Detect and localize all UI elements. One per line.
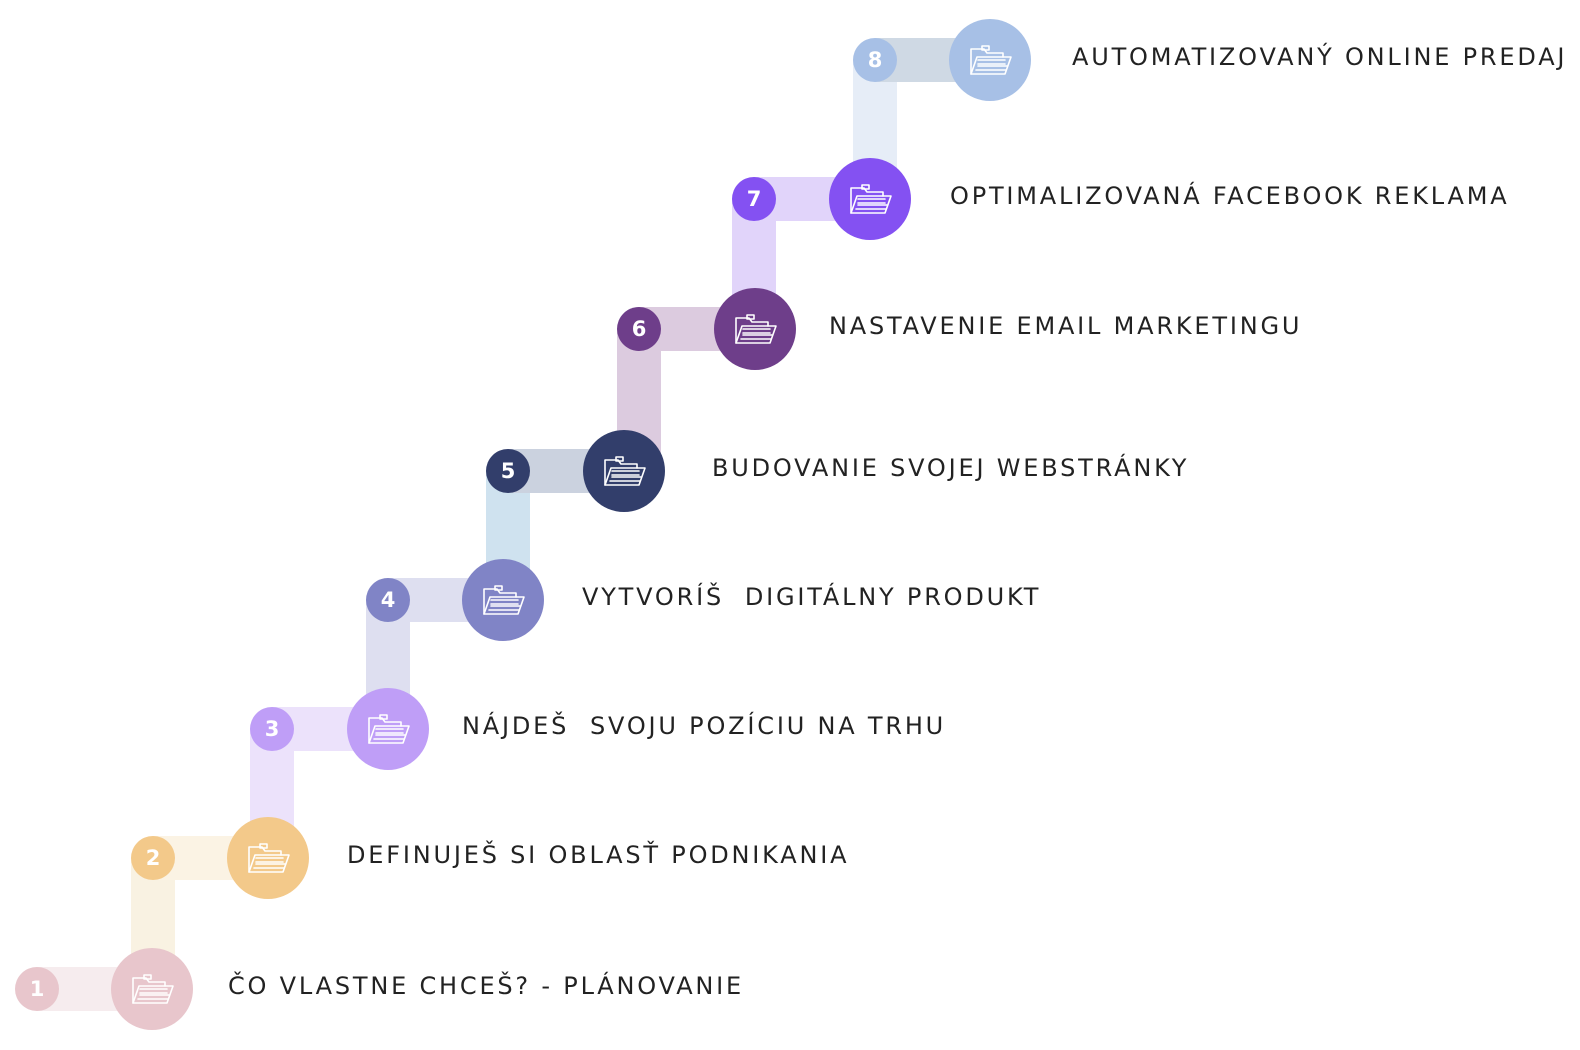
step-label: DEFINUJEŠ SI OBLASŤ PODNIKANIA <box>347 841 850 869</box>
step-label: VYTVORÍŠ DIGITÁLNY PRODUKT <box>582 583 1042 611</box>
step-label: ČO VLASTNE CHCEŠ? - PLÁNOVANIE <box>228 972 745 1000</box>
step-icon-circle <box>111 948 193 1030</box>
step-number: 3 <box>265 717 280 741</box>
step-number: 7 <box>747 187 762 211</box>
step-number: 1 <box>30 977 45 1001</box>
step-label: OPTIMALIZOVANÁ FACEBOOK REKLAMA <box>950 182 1510 210</box>
step-number: 5 <box>501 459 516 483</box>
step-icon-circle <box>347 688 429 770</box>
step-number: 6 <box>632 317 647 341</box>
step-icon-circle <box>462 559 544 641</box>
step-number: 2 <box>146 846 161 870</box>
step-icon-circle <box>227 817 309 899</box>
step-number-badge: 7 <box>732 177 776 221</box>
folder-icon <box>970 45 1012 75</box>
folder-icon <box>132 974 174 1004</box>
step-label: AUTOMATIZOVANÝ ONLINE PREDAJ <box>1072 43 1568 71</box>
step-number-badge: 1 <box>15 967 59 1011</box>
step-number-badge: 6 <box>617 307 661 351</box>
step-number-badge: 5 <box>486 449 530 493</box>
step-number: 4 <box>381 588 396 612</box>
folder-icon <box>735 314 777 344</box>
step-number-badge: 2 <box>131 836 175 880</box>
folder-icon <box>248 843 290 873</box>
step-label: NASTAVENIE EMAIL MARKETINGU <box>829 312 1303 340</box>
step-number: 8 <box>868 48 883 72</box>
step-label: NÁJDEŠ SVOJU POZÍCIU NA TRHU <box>462 712 947 740</box>
step-label: BUDOVANIE SVOJEJ WEBSTRÁNKY <box>712 454 1190 482</box>
folder-icon <box>368 714 410 744</box>
step-number-badge: 4 <box>366 578 410 622</box>
step-icon-circle <box>949 19 1031 101</box>
step-icon-circle <box>829 158 911 240</box>
folder-icon <box>850 184 892 214</box>
step-icon-circle <box>583 430 665 512</box>
step-number-badge: 8 <box>853 38 897 82</box>
folder-icon <box>483 585 525 615</box>
step-number-badge: 3 <box>250 707 294 751</box>
step-icon-circle <box>714 288 796 370</box>
step-markers: 1 2 3 4 5 6 7 8 <box>15 19 1031 1030</box>
folder-icon <box>604 456 646 486</box>
